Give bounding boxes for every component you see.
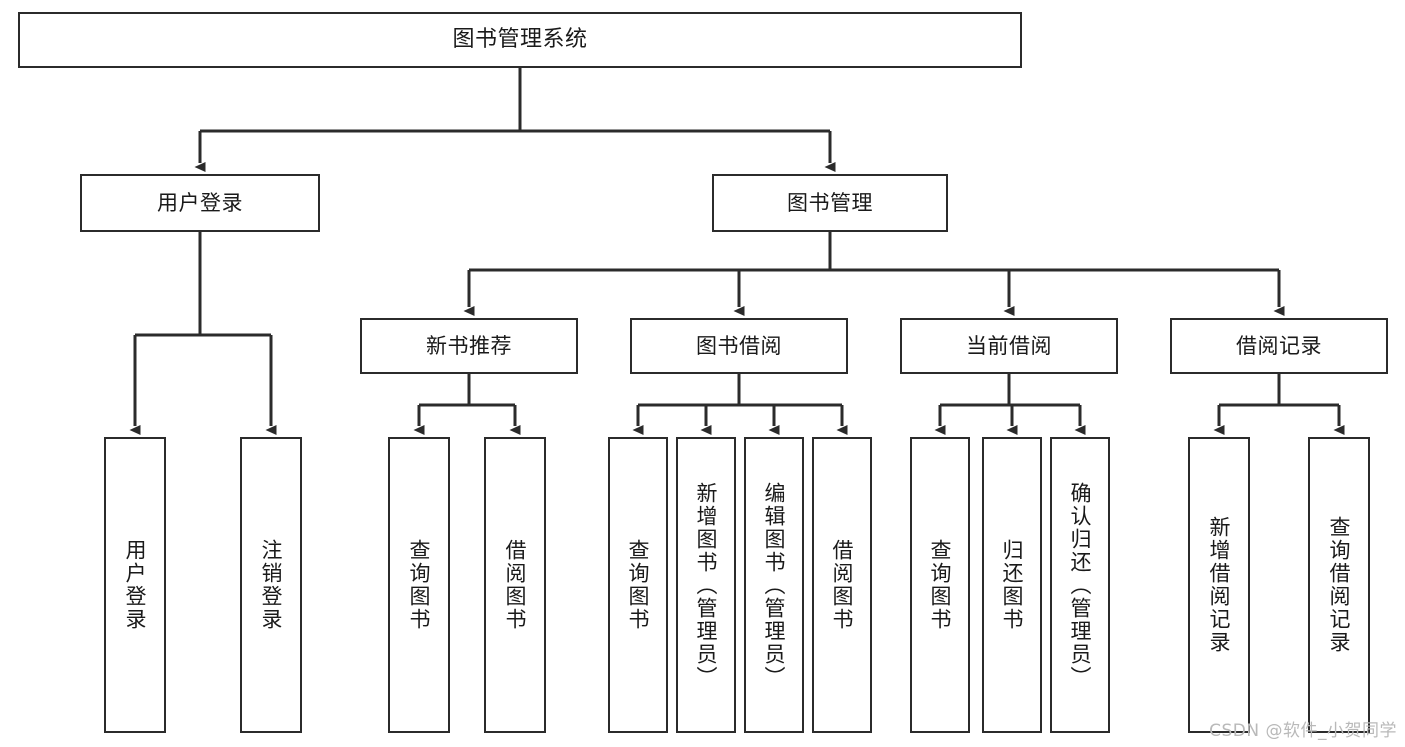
- watermark-text: CSDN @软件_小贺同学: [1209, 721, 1397, 741]
- node-leaf-query-book-2[interactable]: 查询图书: [608, 437, 668, 733]
- node-book-borrow-label: 图书借阅: [696, 333, 782, 358]
- node-leaf-add-record[interactable]: 新增借阅记录: [1188, 437, 1250, 733]
- node-leaf-user-login[interactable]: 用户登录: [104, 437, 166, 733]
- node-user-login-label: 用户登录: [157, 190, 243, 215]
- node-user-login[interactable]: 用户登录: [80, 174, 320, 232]
- node-book-manage[interactable]: 图书管理: [712, 174, 948, 232]
- node-leaf-query-book-2-label: 查询图书: [626, 539, 650, 631]
- node-borrow-record-label: 借阅记录: [1236, 333, 1322, 358]
- node-leaf-borrow-book-1-label: 借阅图书: [503, 539, 527, 631]
- node-leaf-query-book-3[interactable]: 查询图书: [910, 437, 970, 733]
- node-new-book-recommend-label: 新书推荐: [426, 333, 512, 358]
- node-book-borrow[interactable]: 图书借阅: [630, 318, 848, 374]
- node-leaf-query-book-1-label: 查询图书: [407, 539, 431, 631]
- node-borrow-record[interactable]: 借阅记录: [1170, 318, 1388, 374]
- node-leaf-logout-label: 注销登录: [259, 539, 283, 631]
- node-leaf-confirm-return[interactable]: 确认归还（管理员）: [1050, 437, 1110, 733]
- node-leaf-return-book-label: 归还图书: [1000, 539, 1024, 631]
- node-leaf-query-record-label: 查询借阅记录: [1327, 516, 1351, 654]
- node-leaf-add-record-label: 新增借阅记录: [1207, 516, 1231, 654]
- node-leaf-query-record[interactable]: 查询借阅记录: [1308, 437, 1370, 733]
- node-current-borrow-label: 当前借阅: [966, 333, 1052, 358]
- node-book-manage-label: 图书管理: [787, 190, 873, 215]
- node-leaf-edit-book[interactable]: 编辑图书（管理员）: [744, 437, 804, 733]
- node-leaf-borrow-book-2-label: 借阅图书: [830, 539, 854, 631]
- node-leaf-query-book-3-label: 查询图书: [928, 539, 952, 631]
- node-leaf-query-book-1[interactable]: 查询图书: [388, 437, 450, 733]
- node-leaf-add-book[interactable]: 新增图书（管理员）: [676, 437, 736, 733]
- node-new-book-recommend[interactable]: 新书推荐: [360, 318, 578, 374]
- node-root[interactable]: 图书管理系统: [18, 12, 1022, 68]
- node-leaf-user-login-label: 用户登录: [123, 539, 147, 631]
- node-leaf-borrow-book-2[interactable]: 借阅图书: [812, 437, 872, 733]
- node-current-borrow[interactable]: 当前借阅: [900, 318, 1118, 374]
- node-leaf-confirm-return-label: 确认归还（管理员）: [1068, 481, 1092, 689]
- node-leaf-edit-book-label: 编辑图书（管理员）: [762, 481, 786, 689]
- node-leaf-add-book-label: 新增图书（管理员）: [694, 481, 718, 689]
- node-leaf-logout[interactable]: 注销登录: [240, 437, 302, 733]
- node-root-label: 图书管理系统: [452, 27, 588, 53]
- node-leaf-borrow-book-1[interactable]: 借阅图书: [484, 437, 546, 733]
- node-leaf-return-book[interactable]: 归还图书: [982, 437, 1042, 733]
